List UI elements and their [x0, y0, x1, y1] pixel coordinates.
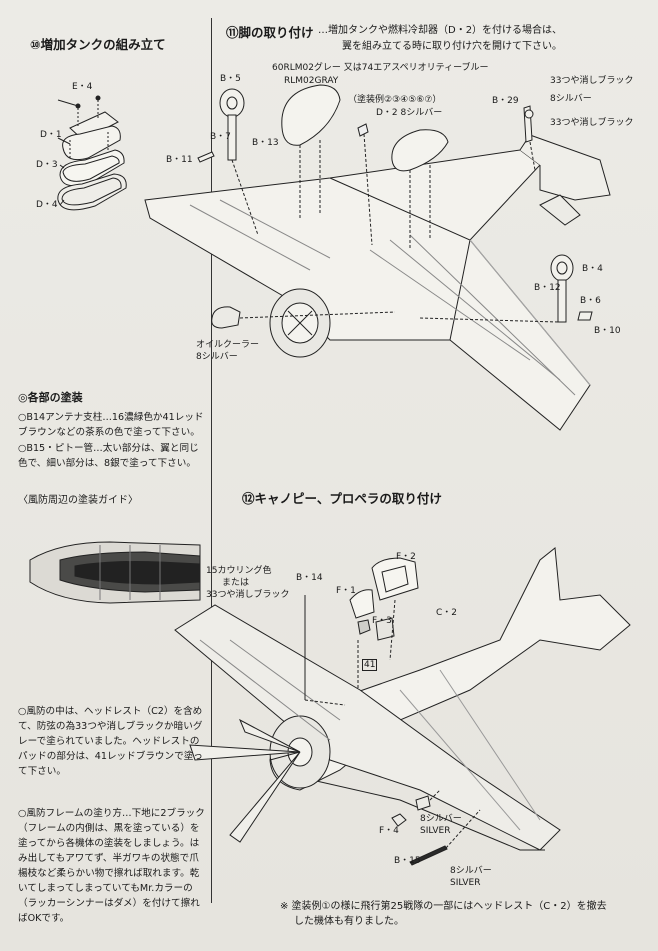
- cowling-color-2: または: [222, 578, 250, 588]
- silver-en-1: SILVER: [420, 826, 451, 836]
- part-label-f4: F・4: [379, 826, 399, 836]
- column-divider: [211, 18, 212, 903]
- tail-wheel: [523, 105, 536, 171]
- paint-examples-label: （塗装例②③④⑤⑥⑦）: [348, 95, 442, 105]
- footnote-line-1: ※ 塗装例①の様に飛行第25戦隊の一部にはヘッドレスト（C・2）を撤去: [280, 901, 607, 912]
- part-label-b12: B・12: [534, 283, 561, 293]
- paint-41-badge: 41: [362, 652, 378, 671]
- part-label-f2: F・2: [396, 552, 416, 562]
- windshield-note-interior: ○風防の中は、ヘッドレスト（C2）を含めて、防弦の為33つや消しブラックか暗いグ…: [18, 706, 203, 777]
- paint-item-antenna: ○B14アンテナ支柱…16濃緑色か41レッドブラウンなどの茶系の色で塗って下さい…: [18, 412, 204, 438]
- part-label-d4: D・4: [36, 200, 58, 210]
- part-label-b13: B・13: [252, 138, 279, 148]
- part-label-b14: B・14: [296, 573, 323, 583]
- part-label-b5: B・5: [220, 74, 241, 84]
- d2-label: D・2 8シルバー: [376, 108, 443, 118]
- step10-title: ⑩増加タンクの組み立て: [30, 37, 166, 52]
- oil-cooler-label: オイルクーラー: [196, 340, 260, 350]
- silver-label-1: 8シルバー: [420, 814, 462, 824]
- part-label-f1: F・1: [336, 586, 356, 596]
- left-landing-gear: [197, 88, 259, 236]
- plane-step12: [174, 547, 631, 851]
- oil-cooler: [211, 306, 396, 329]
- pitot-tube: [409, 809, 481, 866]
- tail-color-2: 8シルバー: [550, 94, 592, 104]
- step12-title: ⑫キャノピー、プロペラの取り付け: [242, 491, 442, 506]
- part-label-c2: C・2: [436, 608, 458, 618]
- step11-subtitle-1: …増加タンクや燃料冷却器（D・2）を付ける場合は、: [318, 25, 563, 36]
- step11-drop-tanks: [281, 84, 449, 250]
- windshield-note-frame: ○風防フレームの塗り方…下地に2ブラック（フレームの内側は、黒を塗っている）を塗…: [18, 808, 205, 924]
- part-label-b10: B・10: [594, 326, 621, 336]
- part-label-b7: B・7: [210, 132, 231, 142]
- silver-label-2: 8シルバー: [450, 866, 492, 876]
- footnote-line-2: した機体も有りました。: [294, 916, 404, 927]
- part-label-f3: F・3: [372, 616, 392, 626]
- silver-en-2: SILVER: [450, 878, 481, 888]
- part-label-b11: B・11: [166, 155, 193, 165]
- tail-color-3: 33つや消しブラック: [550, 118, 634, 128]
- windshield-guide-title: 〈風防周辺の塗装ガイド〉: [18, 495, 138, 506]
- plane-wing-top: [144, 134, 611, 431]
- part-label-b6: B・6: [580, 296, 601, 306]
- cowling-color-1: 15カウリング色: [206, 566, 272, 576]
- part-f4: [391, 789, 441, 827]
- tank-color-label-en: RLM02GRAY: [284, 76, 339, 86]
- paint-section-title: ◎各部の塗装: [18, 391, 83, 404]
- right-landing-gear: [419, 254, 593, 323]
- part-label-d3: D・3: [36, 160, 58, 170]
- tail-color-1: 33つや消しブラック: [550, 76, 634, 86]
- part-label-b15: B・15: [394, 856, 421, 866]
- part-label-b4: B・4: [582, 264, 603, 274]
- tank-color-label: 60RLM02グレー 又は74エアスペリオリティーブルー: [272, 63, 489, 73]
- step11-subtitle-2: 翼を組み立てる時に取り付け穴を開けて下さい。: [342, 41, 562, 52]
- part-label-d1: D・1: [40, 130, 62, 140]
- cowling-color-3: 33つや消しブラック: [206, 590, 290, 600]
- paint-item-pitot: ○B15・ピトー管…太い部分は、翼と同じ色で、細い部分は、8銀で塗って下さい。: [18, 443, 199, 469]
- canopy-parts: [304, 557, 419, 706]
- step11-title: ⑪脚の取り付け: [226, 25, 314, 40]
- part-label-b29: B・29: [492, 96, 519, 106]
- fuel-cooler-part: [357, 123, 369, 137]
- part-label-e4: E・4: [72, 82, 93, 92]
- oil-cooler-color: 8シルバー: [196, 352, 238, 362]
- drop-tank-assembly: [57, 95, 127, 211]
- windshield-guide-drawing: [29, 541, 201, 604]
- paint-41-value: 41: [362, 659, 378, 671]
